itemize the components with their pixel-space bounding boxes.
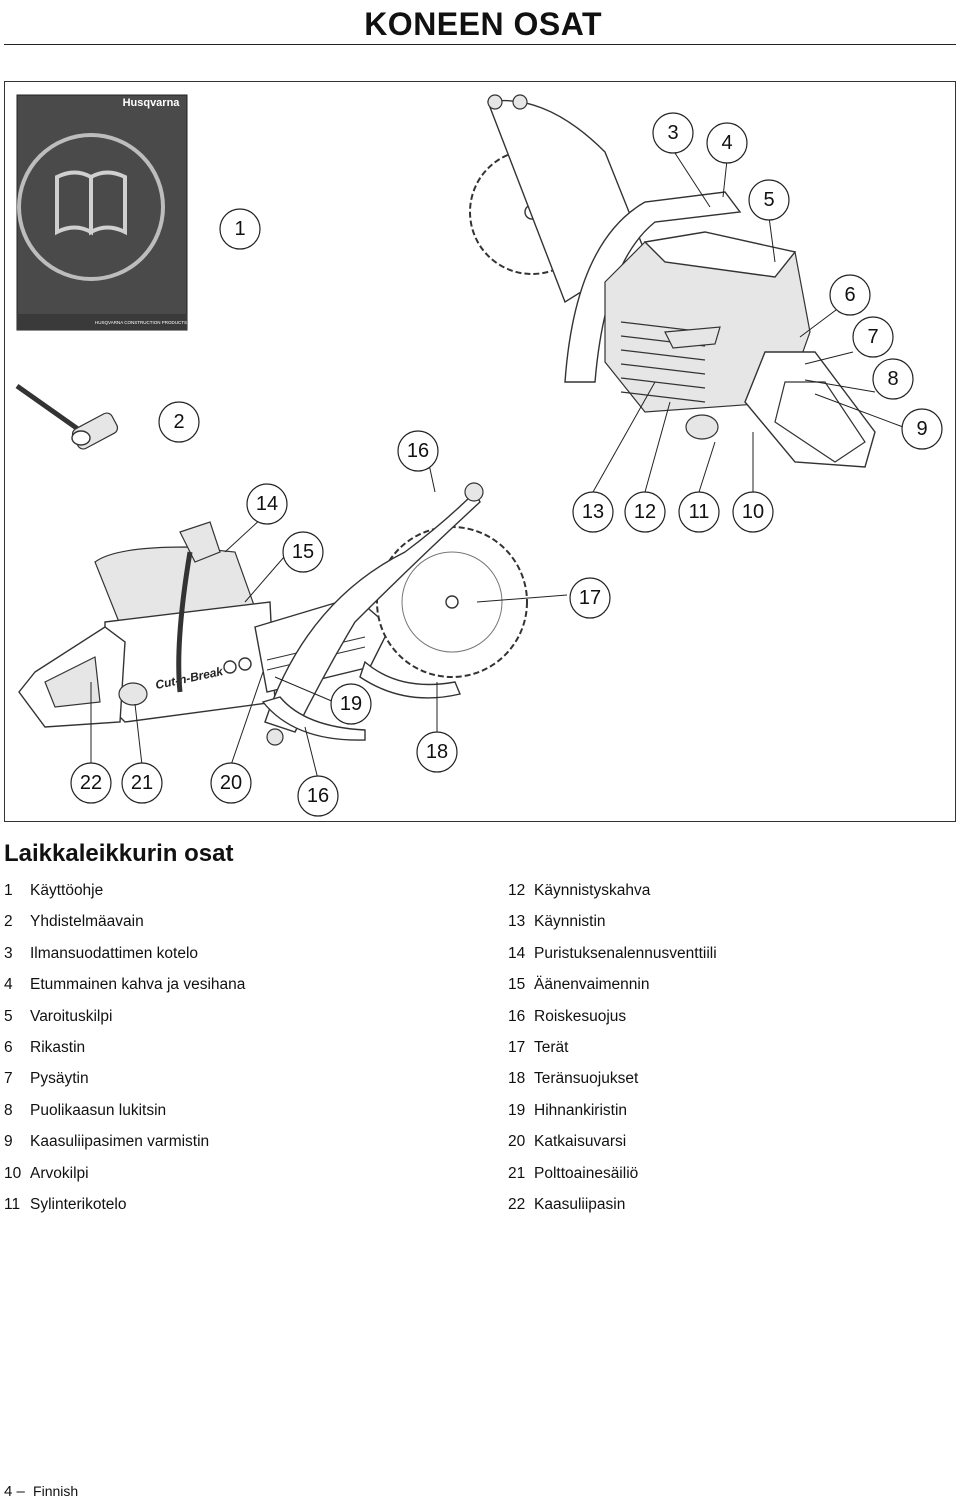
manual-brand: Husqvarna xyxy=(123,97,181,109)
callout-16-bottom: 16 xyxy=(297,775,339,817)
svg-text:21: 21 xyxy=(131,772,153,794)
callout-18: 18 xyxy=(416,731,458,773)
svg-text:9: 9 xyxy=(916,418,927,440)
combination-wrench-illustration xyxy=(15,383,119,450)
callout-4: 4 xyxy=(706,122,748,164)
svg-text:8: 8 xyxy=(887,368,898,390)
callout-1: 1 xyxy=(219,208,261,250)
callout-11: 11 xyxy=(678,491,720,533)
svg-text:13: 13 xyxy=(582,501,604,523)
callout-9: 9 xyxy=(901,408,943,450)
callout-6: 6 xyxy=(829,274,871,316)
callout-8: 8 xyxy=(872,358,914,400)
svg-text:1: 1 xyxy=(234,218,245,240)
svg-text:18: 18 xyxy=(426,741,448,763)
svg-text:17: 17 xyxy=(579,587,601,609)
title-divider xyxy=(4,44,956,45)
svg-text:12: 12 xyxy=(634,501,656,523)
footer-dash: – xyxy=(16,1483,25,1500)
power-cutter-top-illustration xyxy=(469,94,876,468)
svg-text:16: 16 xyxy=(407,440,429,462)
svg-text:7: 7 xyxy=(867,326,878,348)
callout-20: 20 xyxy=(210,762,252,804)
callout-13: 13 xyxy=(572,491,614,533)
callout-7: 7 xyxy=(852,316,894,358)
svg-text:22: 22 xyxy=(80,772,102,794)
manual-illustration: Husqvarna HUSQVARNA CONSTRUCTION PRODUCT… xyxy=(16,94,188,331)
footer-language: Finnish xyxy=(33,1483,79,1499)
svg-text:19: 19 xyxy=(340,693,362,715)
callout-21: 21 xyxy=(121,762,163,804)
page-title: KONEEN OSAT xyxy=(364,6,602,42)
callout-22: 22 xyxy=(70,762,112,804)
svg-text:10: 10 xyxy=(742,501,764,523)
svg-text:11: 11 xyxy=(689,501,710,523)
callout-14: 14 xyxy=(246,483,288,525)
page-number: 4 xyxy=(4,1483,13,1500)
svg-text:2: 2 xyxy=(173,411,184,433)
power-cutter-side-illustration: Cut-n-Break xyxy=(18,482,528,746)
callout-19: 19 xyxy=(330,683,372,725)
callout-16-top: 16 xyxy=(397,430,439,472)
svg-text:6: 6 xyxy=(844,284,855,306)
svg-text:4: 4 xyxy=(721,132,732,154)
svg-text:14: 14 xyxy=(256,493,278,515)
callout-3: 3 xyxy=(652,112,694,154)
section-heading: Laikkaleikkurin osat xyxy=(4,840,234,867)
page-footer: 4 – Finnish xyxy=(4,1483,78,1500)
parts-diagram: Husqvarna HUSQVARNA CONSTRUCTION PRODUCT… xyxy=(15,94,943,817)
book-icon xyxy=(55,170,127,236)
svg-text:16: 16 xyxy=(307,785,329,807)
callout-10: 10 xyxy=(732,491,774,533)
parts-illustration: Husqvarna HUSQVARNA CONSTRUCTION PRODUCT… xyxy=(4,81,956,822)
svg-text:5: 5 xyxy=(763,189,774,211)
manual-footer-text: HUSQVARNA CONSTRUCTION PRODUCTS xyxy=(95,320,187,325)
svg-text:3: 3 xyxy=(667,122,678,144)
svg-text:20: 20 xyxy=(220,772,242,794)
callout-12: 12 xyxy=(624,491,666,533)
callout-2: 2 xyxy=(158,401,200,443)
callout-17: 17 xyxy=(569,577,611,619)
callout-15: 15 xyxy=(282,531,324,573)
svg-text:15: 15 xyxy=(292,541,314,563)
callout-5: 5 xyxy=(748,179,790,221)
